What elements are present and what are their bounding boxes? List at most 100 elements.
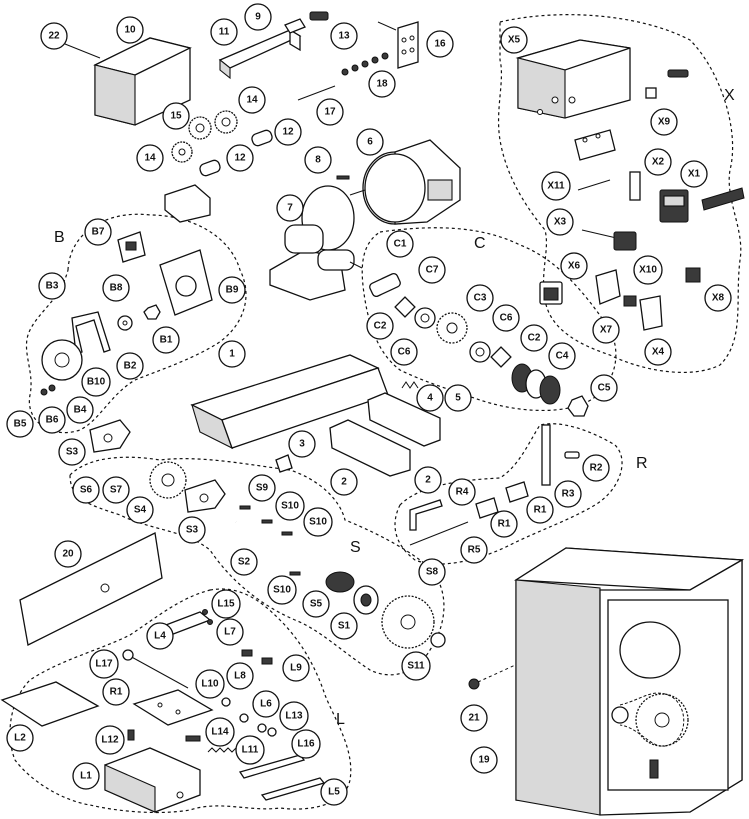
callout-l11: L11 — [235, 735, 265, 765]
group-b-outline — [25, 213, 247, 434]
bearing-s3a — [89, 419, 131, 453]
callout-label: L16 — [297, 739, 315, 750]
callout-bubble — [252, 690, 280, 718]
callout-b5: B5 — [6, 410, 34, 438]
callout-bubble — [38, 406, 66, 434]
arm-r3 — [541, 424, 551, 486]
callout-label: S9 — [256, 483, 269, 494]
callout-l17: L17 — [89, 649, 119, 679]
callout-s8: S8 — [418, 558, 446, 586]
spring-s5 — [325, 571, 355, 593]
ring-c6a — [414, 307, 436, 329]
callout-l1: L1 — [72, 762, 100, 790]
callout-b9: B9 — [218, 276, 246, 304]
callout-label: S11 — [407, 661, 425, 672]
callout-s11: S11 — [401, 651, 431, 681]
callout-x7: X7 — [592, 316, 620, 344]
callout-label: C1 — [394, 239, 407, 250]
collar-s11 — [430, 632, 446, 648]
callout-label: S6 — [80, 485, 93, 496]
callout-12b: 12 — [226, 144, 254, 172]
callout-label: 14 — [144, 153, 156, 164]
callout-x10: X10 — [633, 255, 663, 285]
callout-label: L12 — [101, 735, 119, 746]
callout-s1: S1 — [330, 612, 358, 640]
callout-bubble — [216, 618, 244, 646]
callout-13: 13 — [330, 22, 358, 50]
callout-r5: R5 — [460, 536, 488, 564]
callout-bubble — [218, 276, 246, 304]
callout-label: 3 — [299, 439, 305, 450]
callout-l4: L4 — [146, 622, 174, 650]
callout-l9: L9 — [282, 654, 310, 682]
callout-label: X10 — [639, 265, 657, 276]
callout-bubble — [40, 22, 68, 50]
callout-bubble — [72, 762, 100, 790]
callout-s10a: S10 — [275, 491, 305, 521]
callout-label: 7 — [287, 203, 293, 214]
callout-bubble — [116, 16, 144, 44]
callout-label: X3 — [554, 217, 567, 228]
callout-label: X9 — [658, 117, 671, 128]
callout-6: 6 — [356, 128, 384, 156]
callout-label: 16 — [434, 39, 446, 50]
pin-r2 — [564, 451, 580, 459]
callout-bubble — [546, 208, 574, 236]
callout-10: 10 — [116, 16, 144, 44]
callout-bubble — [330, 612, 358, 640]
part-x2 — [629, 171, 641, 201]
callout-x1: X1 — [680, 160, 708, 188]
callout-label: C6 — [398, 347, 411, 358]
callout-bubble — [218, 340, 246, 368]
callout-20: 20 — [54, 540, 82, 568]
callout-r3: R3 — [554, 480, 582, 508]
callout-bubble — [102, 274, 130, 302]
group-letter-x: X — [724, 87, 735, 104]
callout-label: C7 — [426, 265, 439, 276]
callout-bubble — [330, 468, 358, 496]
callout-label: X7 — [600, 325, 613, 336]
callout-label: 21 — [468, 713, 480, 724]
callout-bubble — [291, 729, 321, 759]
callout-x4: X4 — [644, 338, 672, 366]
callout-b8: B8 — [102, 274, 130, 302]
callout-bubble — [6, 410, 34, 438]
pulley-c4 — [511, 363, 561, 405]
part-b8 — [117, 315, 133, 331]
callout-s2: S2 — [230, 548, 258, 576]
callout-bubble — [288, 430, 316, 458]
callout-bubble — [582, 454, 610, 482]
callout-r4: R4 — [448, 478, 476, 506]
callout-3: 3 — [288, 430, 316, 458]
part-x6 — [539, 281, 563, 305]
callout-label: S2 — [238, 557, 251, 568]
callout-bubble — [644, 148, 672, 176]
callout-label: R1 — [110, 687, 123, 698]
callout-label: 6 — [367, 137, 373, 148]
callout-label: 14 — [246, 95, 258, 106]
callout-11: 11 — [210, 18, 238, 46]
callout-7: 7 — [276, 194, 304, 222]
callout-bubble — [178, 516, 206, 544]
callout-s3b: S3 — [178, 516, 206, 544]
bearing-s3b — [184, 479, 226, 513]
callout-14b: 14 — [136, 144, 164, 172]
callout-label: R1 — [498, 519, 511, 530]
callout-label: S8 — [426, 567, 439, 578]
callout-label: B10 — [87, 377, 106, 388]
callout-bubble — [238, 86, 266, 114]
callout-label: X1 — [688, 169, 701, 180]
callout-8: 8 — [304, 146, 332, 174]
box-x5 — [515, 39, 631, 119]
callout-label: 1 — [229, 349, 235, 360]
callout-bubble — [66, 396, 94, 424]
callout-l8: L8 — [226, 662, 254, 690]
callout-bubble — [72, 476, 100, 504]
callout-label: 10 — [124, 25, 136, 36]
callout-s4: S4 — [126, 496, 154, 524]
callout-label: B5 — [14, 419, 27, 430]
callout-c2a: C2 — [366, 312, 394, 340]
callout-bubble — [541, 171, 571, 201]
callout-label: L10 — [201, 679, 219, 690]
